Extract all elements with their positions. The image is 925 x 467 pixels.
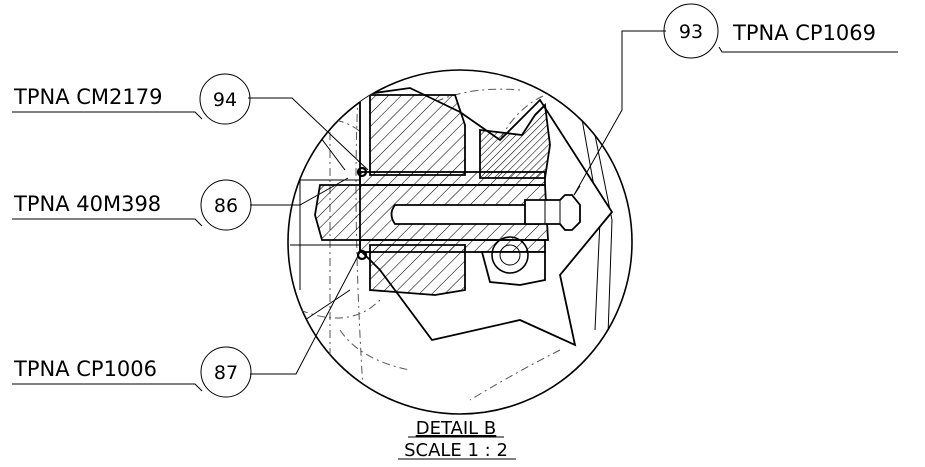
- balloon-87: 87: [200, 346, 252, 398]
- leader-lines: [12, 30, 898, 392]
- balloon-87-number: 87: [214, 362, 238, 384]
- detail-scale: SCALE 1 : 2: [404, 440, 508, 461]
- balloon-86-number: 86: [214, 195, 238, 217]
- balloon-93-number: 93: [679, 21, 703, 43]
- part-label-94: TPNA CM2179: [13, 85, 162, 109]
- part-label-86: TPNA 40M398: [13, 192, 161, 216]
- detail-title: DETAIL B: [416, 418, 497, 439]
- balloon-94: 94: [199, 73, 251, 125]
- part-label-87: TPNA CP1006: [13, 357, 157, 381]
- balloon-86: 86: [200, 179, 252, 231]
- detail-geometry: [289, 70, 614, 414]
- part-label-93: TPNA CP1069: [732, 21, 876, 45]
- balloon-94-number: 94: [213, 89, 237, 111]
- detail-circle: [287, 69, 633, 415]
- balloon-93: 93: [663, 3, 719, 59]
